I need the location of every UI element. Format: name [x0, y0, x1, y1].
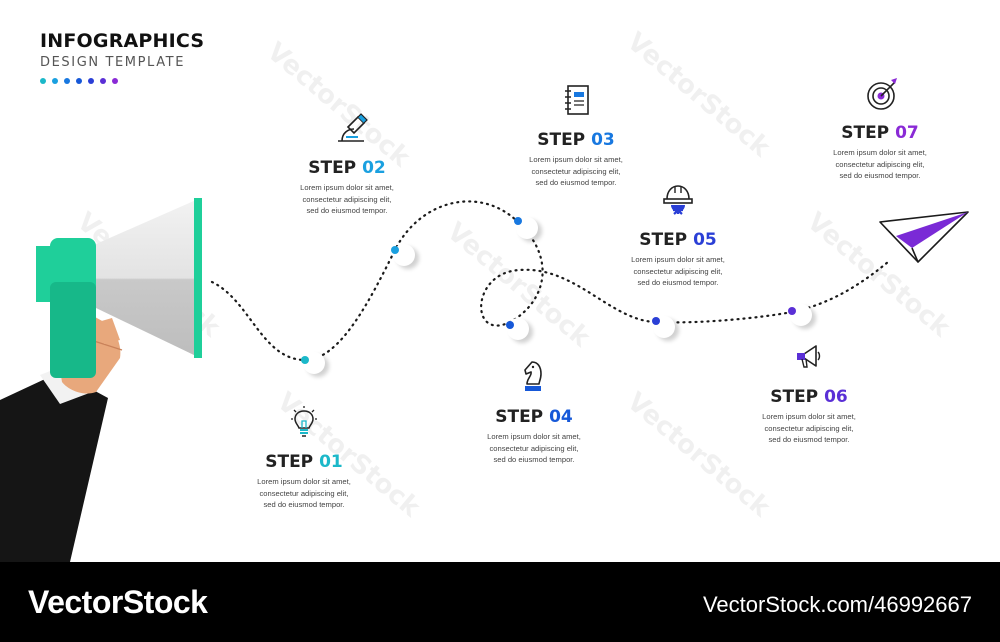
step-title: STEP 03 [501, 129, 651, 151]
description-line: consectetur adipiscing elit, [633, 266, 723, 276]
step-word: STEP [308, 158, 357, 178]
stock-footer-bar: VectorStock VectorStock.com/46992667 [0, 562, 1000, 642]
step-number: 05 [693, 230, 717, 250]
description-line: consectetur adipiscing elit, [259, 488, 349, 498]
description-line: Lorem ipsum dolor sit amet, [833, 148, 927, 157]
description-line: sed do eiusmod tempor. [306, 206, 388, 215]
description-line: consectetur adipiscing elit, [302, 194, 392, 204]
description-line: sed do eiusmod tempor. [637, 278, 719, 287]
step-word: STEP [770, 387, 819, 407]
route-node [506, 318, 533, 343]
description-line: consectetur adipiscing elit, [764, 423, 854, 433]
description-line: sed do eiusmod tempor. [263, 500, 345, 509]
template-title-block: INFOGRAPHICS DESIGN TEMPLATE [40, 30, 204, 84]
route-node [514, 217, 542, 242]
step-07: STEP 07 Lorem ipsum dolor sit amet, cons… [805, 122, 955, 182]
template-subtitle: DESIGN TEMPLATE [40, 55, 186, 70]
title-dot-row [40, 78, 204, 84]
step-06: STEP 06 Lorem ipsum dolor sit amet, cons… [734, 386, 884, 446]
chess-knight-icon [524, 361, 542, 391]
lightbulb-icon [291, 406, 317, 437]
description-line: sed do eiusmod tempor. [493, 455, 575, 464]
title-dot [64, 78, 70, 84]
route-node [788, 304, 816, 329]
paper-plane-icon [879, 211, 969, 263]
target-icon [867, 78, 897, 110]
step-description: Lorem ipsum dolor sit amet, consectetur … [805, 147, 955, 182]
description-line: sed do eiusmod tempor. [768, 435, 850, 444]
step-number: 01 [319, 452, 343, 472]
title-dot [52, 78, 58, 84]
description-line: Lorem ipsum dolor sit amet, [529, 155, 623, 164]
step-number: 02 [362, 158, 386, 178]
step-word: STEP [841, 123, 890, 143]
title-dot [100, 78, 106, 84]
step-number: 07 [895, 123, 919, 143]
step-description: Lorem ipsum dolor sit amet, consectetur … [603, 254, 753, 289]
step-description: Lorem ipsum dolor sit amet, consectetur … [734, 411, 884, 446]
title-dot [88, 78, 94, 84]
step-02: STEP 02 Lorem ipsum dolor sit amet, cons… [272, 157, 422, 217]
step-word: STEP [495, 407, 544, 427]
description-line: consectetur adipiscing elit, [489, 443, 579, 453]
description-line: consectetur adipiscing elit, [835, 159, 925, 169]
step-description: Lorem ipsum dolor sit amet, consectetur … [229, 476, 379, 511]
notebook-icon [565, 85, 589, 115]
microscope-icon [338, 113, 368, 142]
step-number: 06 [824, 387, 848, 407]
step-title: STEP 05 [603, 229, 753, 251]
template-title: INFOGRAPHICS [40, 30, 205, 52]
step-number: 04 [549, 407, 573, 427]
description-line: sed do eiusmod tempor. [535, 178, 617, 187]
step-word: STEP [639, 230, 688, 250]
description-line: Lorem ipsum dolor sit amet, [762, 412, 856, 421]
step-word: STEP [265, 452, 314, 472]
step-word: STEP [537, 130, 586, 150]
step-04: STEP 04 Lorem ipsum dolor sit amet, cons… [459, 406, 609, 466]
roadmap-diagram [0, 198, 969, 562]
stock-logo: VectorStock [28, 584, 208, 620]
title-dot [76, 78, 82, 84]
step-title: STEP 01 [229, 451, 379, 473]
description-line: sed do eiusmod tempor. [839, 171, 921, 180]
stock-image-url: VectorStock.com/46992667 [702, 592, 972, 617]
step-description: Lorem ipsum dolor sit amet, consectetur … [501, 154, 651, 189]
title-dot [40, 78, 46, 84]
step-title: STEP 04 [459, 406, 609, 428]
step-title: STEP 06 [734, 386, 884, 408]
hard-hat-icon [663, 185, 693, 215]
step-description: Lorem ipsum dolor sit amet, consectetur … [459, 431, 609, 466]
route-node [652, 316, 679, 341]
megaphone-icon [797, 345, 821, 368]
step-05: STEP 05 Lorem ipsum dolor sit amet, cons… [603, 229, 753, 289]
step-title: STEP 02 [272, 157, 422, 179]
description-line: consectetur adipiscing elit, [531, 166, 621, 176]
route-node [301, 352, 329, 377]
step-03: STEP 03 Lorem ipsum dolor sit amet, cons… [501, 129, 651, 189]
step-description: Lorem ipsum dolor sit amet, consectetur … [272, 182, 422, 217]
step-number: 03 [591, 130, 615, 150]
title-dot [112, 78, 118, 84]
megaphone-hand-illustration [0, 198, 202, 562]
route-node [391, 244, 419, 269]
step-title: STEP 07 [805, 122, 955, 144]
infographic-canvas: VectorStock VectorStock VectorStock Vect… [0, 26, 969, 562]
description-line: Lorem ipsum dolor sit amet, [631, 255, 725, 264]
description-line: Lorem ipsum dolor sit amet, [257, 477, 351, 486]
description-line: Lorem ipsum dolor sit amet, [487, 432, 581, 441]
route-path [210, 200, 890, 362]
description-line: Lorem ipsum dolor sit amet, [300, 183, 394, 192]
step-01: STEP 01 Lorem ipsum dolor sit amet, cons… [229, 451, 379, 511]
